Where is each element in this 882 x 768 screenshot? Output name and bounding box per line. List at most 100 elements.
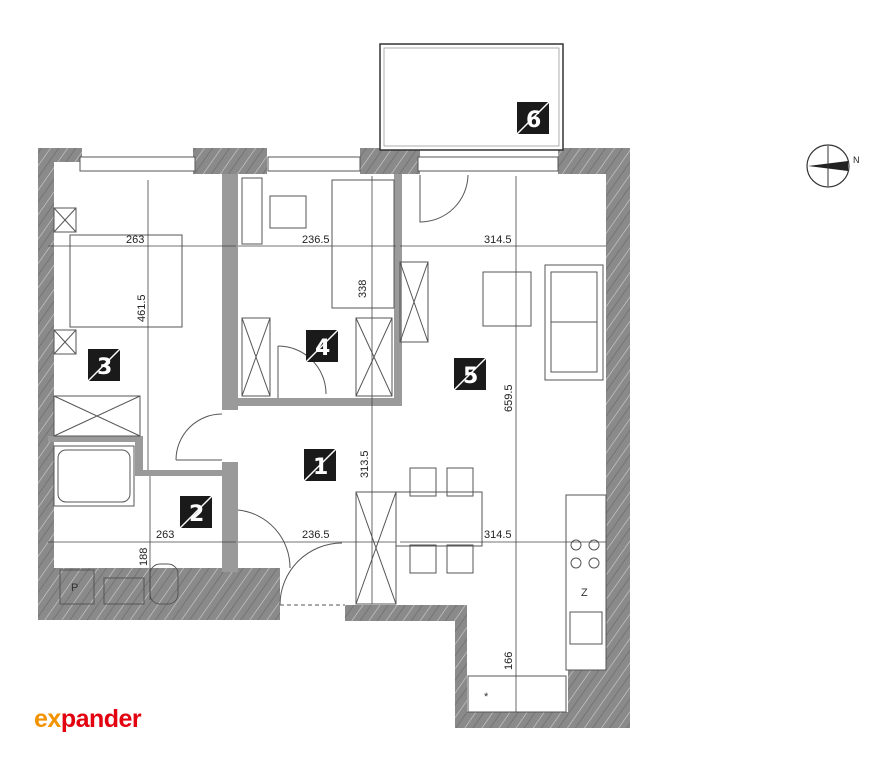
entrance-door-swing: [279, 542, 343, 606]
bedroom-furniture: [53, 207, 223, 461]
compass-icon: N: [806, 144, 860, 188]
logo-rest-part: pander: [60, 705, 142, 733]
dim-hall-width: 236.5: [302, 529, 330, 541]
dim-hall-length: 313.5: [359, 450, 371, 478]
sofa: [544, 264, 604, 381]
bathroom-fixtures: [53, 445, 179, 605]
hob-2: [588, 539, 600, 551]
window-room3: [79, 156, 196, 172]
wall-south-entry: [238, 568, 280, 620]
hall-furniture: [237, 491, 397, 606]
wall-room3-room4: [222, 174, 238, 410]
desk: [241, 177, 263, 245]
wall-kitchen-west: [455, 605, 467, 728]
room-badge-2: 2: [179, 495, 213, 529]
chair-3: [409, 544, 437, 574]
wall-room4-hall: [238, 398, 398, 406]
tv-unit: [399, 261, 429, 343]
sofa-cushion-bottom: [550, 321, 598, 373]
sink: [569, 611, 603, 645]
kitchen-star: *: [484, 691, 489, 703]
wardrobe-room4-right: [355, 317, 393, 397]
dim-kitchen-length: 166: [503, 652, 515, 670]
dim-room5-length: 659.5: [503, 384, 515, 412]
wall-bath-hall: [222, 462, 238, 572]
bathtub: [53, 445, 135, 507]
nightstand-top: [53, 207, 77, 233]
chair-4: [446, 544, 474, 574]
washer: [59, 569, 95, 605]
nightstand-bottom: [53, 329, 77, 355]
hob-4: [588, 557, 600, 569]
washbasin: [103, 577, 145, 605]
dim-room3-length: 461.5: [136, 294, 148, 322]
expander-logo: expander: [34, 705, 142, 734]
wall-east: [606, 148, 630, 728]
wall-south-left: [38, 568, 238, 620]
wall-west: [38, 148, 54, 618]
wall-room3-bath: [48, 436, 143, 442]
wall-south-mid: [345, 605, 465, 621]
wall-north-mid: [193, 148, 267, 174]
outer-walls: [38, 148, 630, 728]
svg-text:3: 3: [97, 355, 112, 380]
dim-room5-width-top: 314.5: [484, 234, 512, 246]
room-badge-3: 3: [87, 348, 121, 382]
armchair: [482, 271, 532, 327]
bed-room4: [331, 179, 395, 309]
inner-walls: [48, 174, 402, 572]
washer-label: P: [71, 582, 78, 594]
dimension-lines: [48, 176, 606, 712]
kitchen-counter-bottom: [467, 675, 567, 713]
window-room5: [417, 156, 559, 172]
desk-chair: [269, 195, 307, 229]
dim-room3-width: 263: [126, 234, 144, 246]
svg-text:2: 2: [189, 502, 204, 527]
living-furniture: [395, 174, 607, 713]
balcony-inner: [383, 47, 560, 147]
svg-text:4: 4: [315, 336, 330, 361]
dim-bath-width: 263: [156, 529, 174, 541]
hob-1: [570, 539, 582, 551]
wall-bath-jog: [135, 436, 143, 476]
windows: [79, 156, 559, 172]
room-badge-5: 5: [453, 357, 487, 391]
balcony-outline: [379, 43, 564, 151]
svg-text:1: 1: [313, 455, 328, 480]
door-swing-bathroom: [237, 509, 291, 569]
room-badge-1: 1: [303, 448, 337, 482]
bathtub-inner: [57, 449, 131, 503]
room-badge-4: 4: [305, 329, 339, 363]
balcony-door-swing: [419, 174, 469, 223]
sofa-cushion-top: [550, 271, 598, 323]
wardrobe-room4-left: [241, 317, 271, 397]
wall-room4-room5: [394, 174, 402, 406]
room-badge-6: 6: [516, 101, 550, 135]
wall-bath-top: [143, 470, 225, 476]
hall-wardrobe: [355, 491, 397, 605]
dining-table: [395, 491, 483, 547]
wardrobe-room3: [53, 395, 141, 437]
dimension-labels: 263 236.5 314.5 461.5 338 659.5 313.5 26…: [126, 234, 515, 670]
svg-text:5: 5: [463, 364, 478, 389]
chair-1: [409, 467, 437, 497]
dim-room5-width-bottom: 314.5: [484, 529, 512, 541]
bed: [69, 234, 183, 328]
wall-kitchen-south: [455, 712, 630, 728]
compass-label: N: [853, 155, 860, 165]
wall-north-right: [360, 148, 420, 174]
dim-room4-width: 236.5: [302, 234, 330, 246]
window-room4: [267, 156, 361, 172]
wall-kitchen-corner: [568, 670, 608, 714]
dim-room4-length: 338: [357, 280, 369, 298]
svg-text:6: 6: [526, 108, 541, 133]
dim-bath-length: 188: [138, 548, 150, 566]
fridge-label: Z: [581, 587, 588, 599]
door-swing-room3: [175, 413, 223, 461]
room4-furniture: [241, 177, 395, 398]
wall-north-left: [38, 148, 82, 162]
logo-x-part: ex: [34, 705, 61, 733]
hob-3: [570, 557, 582, 569]
kitchen-counter: [565, 494, 607, 671]
